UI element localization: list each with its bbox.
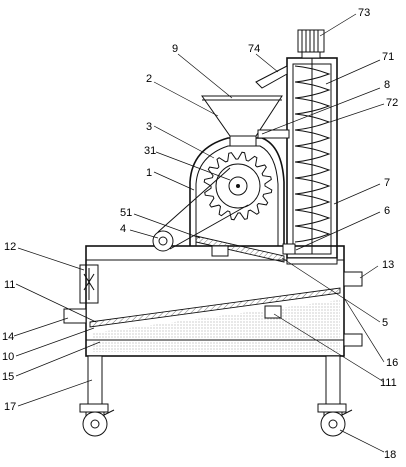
left-leg [79, 355, 115, 420]
screw-flight [294, 65, 331, 83]
label-71: 71 [382, 51, 394, 63]
label-17: 17 [4, 401, 16, 413]
screw-flight [294, 145, 331, 163]
label-51: 51 [120, 207, 132, 219]
callout-labels: 73 9 74 71 2 8 72 3 31 1 7 51 6 4 12 13 … [2, 7, 398, 461]
label-16: 16 [386, 357, 398, 369]
label-3: 3 [146, 121, 152, 133]
screw-flight [294, 129, 331, 147]
label-8: 8 [384, 79, 390, 91]
screw-flight [294, 161, 331, 179]
label-2: 2 [146, 73, 152, 85]
fan-box [79, 264, 99, 304]
label-1: 1 [146, 167, 152, 179]
return-pipe [257, 129, 290, 139]
right-leg [317, 355, 353, 420]
label-111: 111 [380, 377, 397, 389]
left-wheel [82, 411, 108, 437]
label-74: 74 [248, 43, 260, 55]
feed-hopper [201, 95, 283, 147]
label-14: 14 [2, 331, 14, 343]
crushing-roller [203, 151, 273, 221]
discharge-chute [255, 65, 288, 89]
label-12: 12 [4, 241, 16, 253]
label-5: 5 [382, 317, 388, 329]
screw-flight [294, 225, 331, 243]
label-31: 31 [144, 145, 156, 157]
label-72: 72 [386, 97, 398, 109]
screw-flight [294, 97, 331, 115]
screw-conveyor [282, 56, 338, 265]
label-7: 7 [384, 177, 390, 189]
screw-flight [294, 193, 331, 211]
screw-flight [294, 177, 331, 195]
left-outlet [63, 308, 87, 324]
guide-plate [195, 235, 285, 263]
right-outlet-top [343, 271, 363, 287]
label-10: 10 [2, 351, 14, 363]
right-outlet-bottom [343, 333, 363, 347]
screw-motor [297, 29, 325, 59]
label-6: 6 [384, 205, 390, 217]
label-9: 9 [172, 43, 178, 55]
label-11: 11 [4, 279, 15, 291]
leader-lines [13, 13, 385, 453]
label-13: 13 [382, 259, 394, 271]
screw-flight [294, 209, 331, 227]
inclined-screen [89, 287, 341, 328]
right-wheel [320, 411, 346, 437]
screw-flight [294, 81, 331, 99]
label-18: 18 [384, 449, 396, 461]
label-15: 15 [2, 371, 14, 383]
label-4: 4 [120, 223, 126, 235]
screw-flight [294, 113, 331, 131]
drive-pulley [152, 167, 249, 252]
vibrator-block [264, 305, 282, 319]
label-73: 73 [358, 7, 370, 19]
